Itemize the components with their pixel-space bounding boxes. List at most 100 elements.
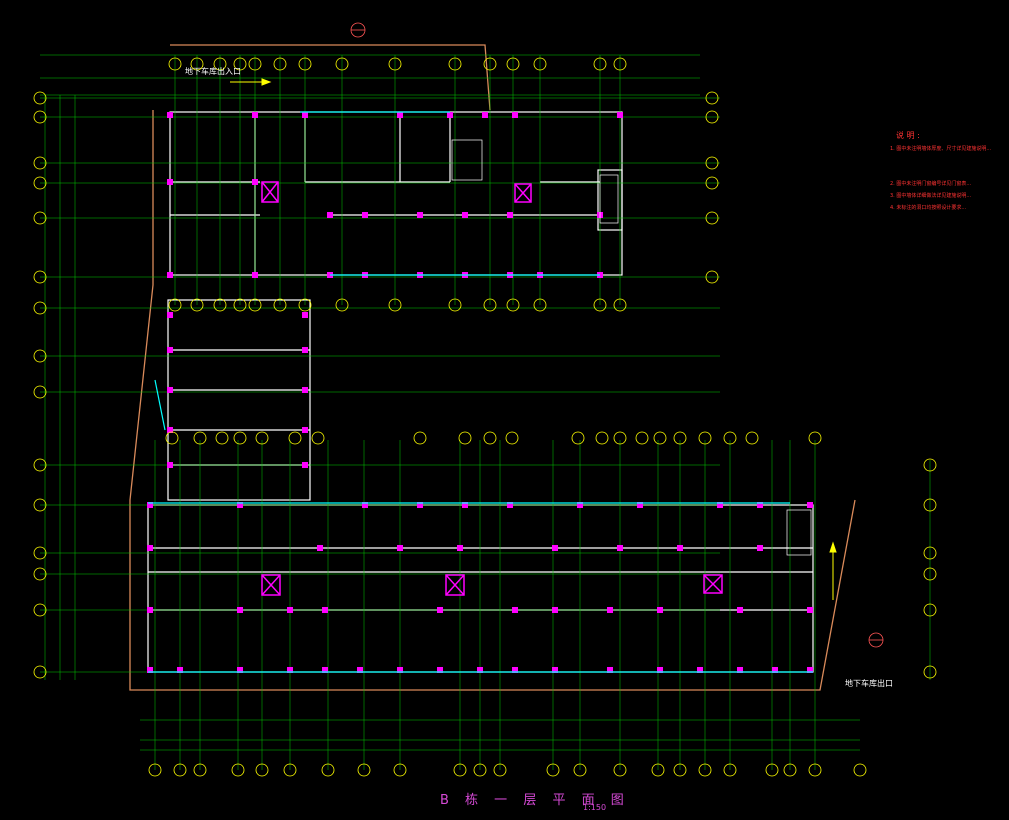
garage-entry-label: 地下车库出入口 [185,67,241,76]
grid-bubble [923,458,937,472]
grid-bubble [458,431,472,445]
grid-bubble [923,546,937,560]
section-markers [350,22,884,648]
grid-bubble [33,211,47,225]
grid-bubble [595,431,609,445]
column [737,667,743,673]
column [287,667,293,673]
column [327,212,333,218]
column [167,272,173,278]
grid-bubble [533,298,547,312]
grid-bubble [213,57,227,71]
column [447,112,453,118]
column [512,112,518,118]
column [807,667,813,673]
grid-bubble [33,665,47,679]
note-line: 4. 未标注的洞口均按照设计要求... [890,205,967,211]
grid-bubble [283,763,297,777]
drawing-scale: 1:150 [583,803,607,812]
grid-bubble [190,298,204,312]
grid-bubble [453,763,467,777]
column [657,667,663,673]
grid-bubble [673,763,687,777]
grid-bubble [705,91,719,105]
column [462,212,468,218]
column [362,212,368,218]
column [417,212,423,218]
column [287,607,293,613]
grid-bubble [613,431,627,445]
grid-bubble [33,567,47,581]
grid-bubble [483,431,497,445]
grid-bubble [168,298,182,312]
grid-bubble [33,176,47,190]
column [512,607,518,613]
column [167,312,173,318]
column [697,667,703,673]
north-wing-walls [169,111,623,276]
grid-bubble [33,458,47,472]
grid-bubble [173,763,187,777]
grid-bubble [705,110,719,124]
grid-bubble [493,763,507,777]
grid-lines [40,54,931,770]
grid-bubble [193,431,207,445]
grid-bubble [33,156,47,170]
site-outline [129,44,856,691]
entry-arrows [230,78,837,600]
grid-bubble [33,270,47,284]
note-line: 2. 图中未注明门窗编号详见门窗表... [890,181,972,187]
grid-bubble [698,431,712,445]
column [167,179,173,185]
grid-bubble [33,110,47,124]
grid-bubble [248,298,262,312]
column [362,502,368,508]
column [237,607,243,613]
grid-bubble [413,431,427,445]
grid-bubble [705,156,719,170]
drawing-title: B 栋 一 层 平 面 图 [440,793,630,808]
note-line: 3. 图中墙体详细做法详见建施说明... [890,193,972,199]
grid-bubble [233,57,247,71]
grid-bubble [651,763,665,777]
column [322,667,328,673]
grid-bubble [388,57,402,71]
column [302,312,308,318]
column [717,502,723,508]
grid-bubble [393,763,407,777]
grid-bubble [298,57,312,71]
column [167,462,173,468]
grid-bubble [233,431,247,445]
column [457,545,463,551]
column [757,545,763,551]
grid-bubble [923,567,937,581]
column [462,502,468,508]
stairs [451,139,812,556]
grid-bubble [190,57,204,71]
grid-bubble [255,763,269,777]
grid-bubble [193,763,207,777]
column [772,667,778,673]
grid-bubble [215,431,229,445]
grid-bubble [853,763,867,777]
note-line: 1. 图中未注明墙体厚度、尺寸详见建施说明... [890,146,992,152]
column [302,427,308,433]
grid-bubble [923,603,937,617]
column [757,502,763,508]
grid-bubble [705,176,719,190]
west-wing-walls [167,299,311,501]
column [397,667,403,673]
column [357,667,363,673]
grid-bubble [213,298,227,312]
column [397,112,403,118]
grid-bubble [506,57,520,71]
grid-bubble [593,57,607,71]
grid-bubble [288,431,302,445]
column [397,545,403,551]
grid-bubble [635,431,649,445]
grid-bubble [698,763,712,777]
grid-bubble [273,57,287,71]
column [637,502,643,508]
grid-bubble [311,431,325,445]
south-wing-walls [147,504,814,673]
